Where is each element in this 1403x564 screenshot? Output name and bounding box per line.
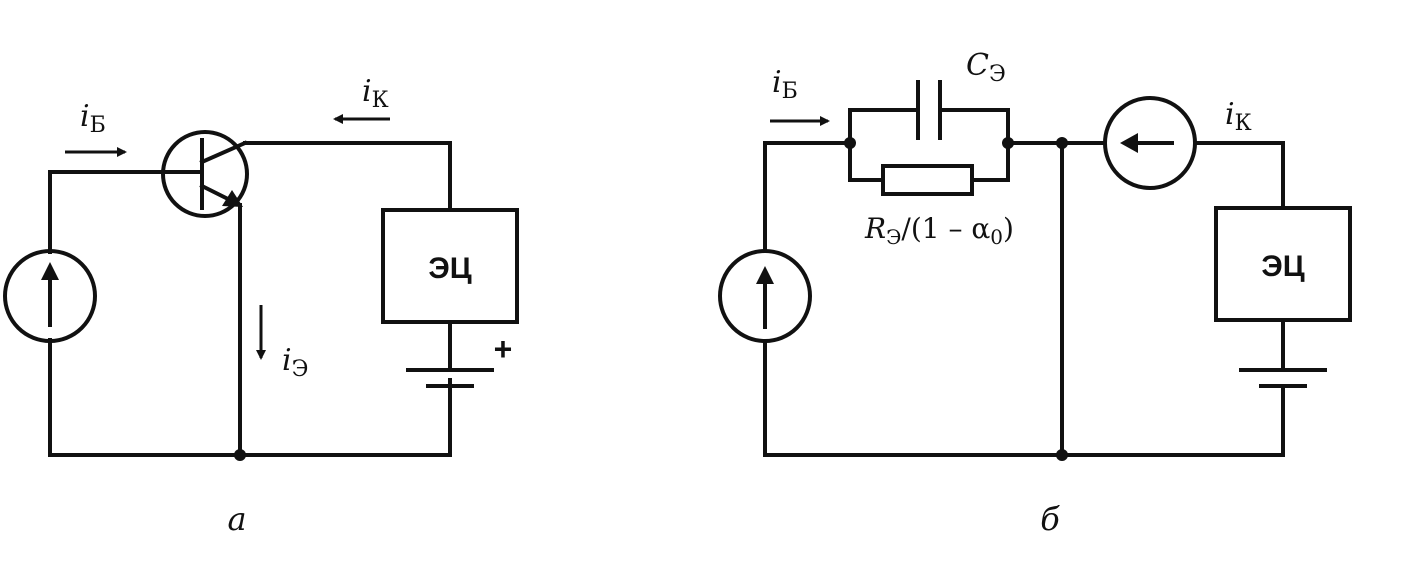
circuit-a-wires	[48, 141, 452, 457]
junction-dot	[1002, 137, 1014, 149]
load-box-label: ЭЦ	[428, 252, 471, 285]
junction-dot	[234, 449, 246, 461]
circuit-b-wires	[763, 141, 1285, 457]
plus-sign: +	[494, 331, 513, 367]
resistor-icon	[848, 141, 1010, 196]
label-resistor: RЭ/(1 – α0)	[864, 212, 1014, 249]
battery-icon: +	[406, 331, 513, 388]
caption-a: а	[227, 500, 246, 538]
label-ik-b: iК	[1225, 97, 1252, 136]
battery-icon	[1239, 368, 1327, 397]
label-ib-b: iБ	[772, 65, 798, 104]
junction-dot	[1056, 449, 1068, 461]
capacitor-icon	[848, 80, 1010, 145]
current-source-a	[3, 249, 97, 343]
circuit-a: ЭЦ + iБ iК iЭ а	[3, 74, 519, 538]
transistor-icon	[161, 130, 249, 218]
load-box-b: ЭЦ	[1214, 206, 1352, 322]
label-ib-a: iБ	[80, 99, 106, 138]
label-ie-a: iЭ	[282, 343, 308, 382]
circuit-b: ЭЦ iБ iК CЭ RЭ/(1 – α0) б	[718, 48, 1352, 538]
caption-b: б	[1040, 500, 1060, 538]
load-box-label: ЭЦ	[1261, 250, 1304, 283]
junction-dot	[1056, 137, 1068, 149]
junction-dot	[844, 137, 856, 149]
current-source-b	[718, 249, 812, 343]
label-capacitor: CЭ	[966, 48, 1006, 87]
label-ik-a: iК	[362, 74, 389, 113]
dependent-current-source	[1103, 96, 1197, 190]
load-box-a: ЭЦ	[381, 208, 519, 324]
